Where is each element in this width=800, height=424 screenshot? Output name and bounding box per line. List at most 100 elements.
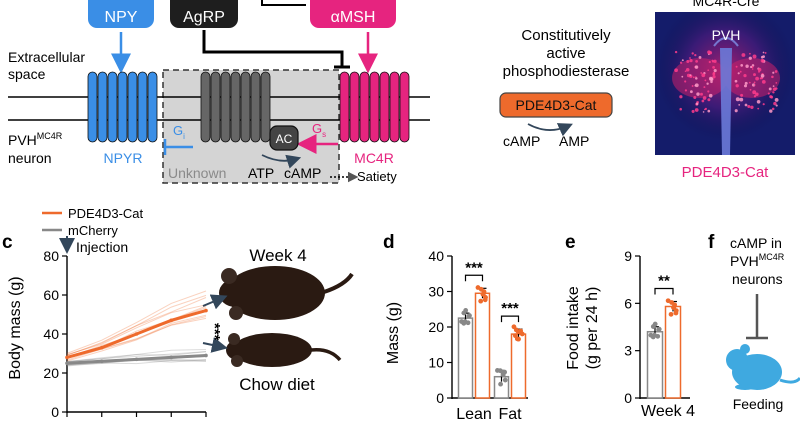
d-chart-data-point	[466, 313, 472, 319]
micrograph-cell	[686, 73, 691, 78]
micrograph-cell	[696, 92, 700, 96]
micrograph-cell	[745, 64, 749, 68]
mouse-pointer-bottom	[202, 337, 228, 353]
unknown-helix	[200, 71, 211, 143]
micrograph-cell	[756, 99, 761, 104]
d-chart-data-point	[475, 285, 481, 290]
micrograph-cell	[738, 104, 741, 106]
lean-mouse-image	[226, 333, 342, 367]
d-chart-y-tick-label: 20	[428, 319, 444, 335]
micrograph-cell	[708, 51, 713, 55]
micrograph-cell	[751, 68, 754, 70]
c-individual-trace	[66, 294, 207, 356]
micrograph-cell	[681, 75, 684, 78]
b-camp-label: cAMP	[503, 133, 540, 149]
micrograph-cell	[700, 72, 703, 74]
micrograph-cell	[694, 108, 699, 112]
unknown-helix	[260, 71, 271, 143]
micrograph-cell	[694, 83, 699, 88]
c-pde-point	[65, 355, 69, 360]
micrograph-cell	[775, 82, 778, 84]
micrograph-cell	[694, 65, 699, 69]
micrograph-cell	[710, 80, 713, 84]
e-chart-y-tick-label: 0	[624, 390, 632, 406]
panel-c-label: c	[2, 232, 13, 253]
micrograph-cell	[753, 73, 756, 77]
week4-label: Week 4	[249, 246, 306, 265]
micrograph-cell	[749, 52, 751, 55]
micrograph-cell	[703, 86, 706, 89]
micrograph-cell	[707, 109, 711, 113]
micrograph-cell	[753, 81, 756, 84]
panel-c: c PDE4D3-Cat mCherry Injection Body mass…	[2, 206, 354, 424]
d-chart-data-point	[502, 369, 507, 375]
f-neurons-label: neurons	[732, 271, 783, 287]
micrograph-cell	[753, 84, 756, 86]
d-chart-data-point	[502, 377, 508, 383]
c-pde-point	[204, 308, 208, 313]
e-chart-y-tick-label: 9	[624, 248, 632, 264]
micrograph-cell	[712, 60, 714, 63]
y-axis-label: Body mass (g)	[7, 276, 24, 379]
micrograph-cell	[737, 72, 740, 75]
c-y-tick-label: 80	[43, 248, 59, 264]
micrograph-cell	[772, 91, 775, 94]
micrograph-cell	[752, 54, 757, 59]
gi-label: Gi	[173, 123, 185, 141]
npyr-helix	[127, 71, 138, 143]
c-individual-trace	[66, 304, 207, 356]
feeding-mouse-icon	[726, 344, 800, 390]
injection-label: Injection	[76, 239, 128, 255]
micrograph-cell	[753, 95, 757, 98]
panel-b: Constitutively active phosphodiesterase …	[499, 0, 795, 181]
micrograph-cell	[764, 51, 767, 54]
micrograph-cell	[752, 90, 757, 95]
c-individual-traces	[66, 290, 207, 367]
c-pde-point	[169, 318, 174, 323]
micrograph-cell	[679, 95, 683, 99]
d-chart-y-tick-label: 40	[428, 248, 444, 264]
c-individual-trace	[66, 297, 207, 356]
gs-label: Gs	[312, 121, 326, 139]
unknown-receptor	[200, 71, 271, 143]
panel-f-label: f	[708, 232, 715, 253]
micrograph-cell	[707, 69, 710, 72]
f-pvh-label: PVHMC4R	[730, 252, 785, 269]
micrograph-caption: PDE4D3-Cat	[682, 164, 770, 181]
micrograph-cell	[685, 68, 690, 72]
micrograph-cell	[740, 64, 744, 67]
micrograph-cell	[760, 73, 765, 78]
micrograph-cell	[755, 92, 759, 96]
micrograph-cell	[713, 59, 717, 63]
micrograph-cell	[708, 93, 713, 98]
d-chart-y-tick-label: 10	[428, 355, 444, 371]
e-y-axis-label-line2: (g per 24 h)	[584, 287, 601, 370]
c-pde-point	[134, 332, 139, 336]
d-chart-data-point	[462, 319, 468, 324]
c-mcherry-point	[204, 353, 208, 358]
d-chart-data-point	[463, 308, 469, 313]
micrograph-cell	[757, 67, 762, 72]
agrp-inhibition-line	[202, 30, 344, 66]
micrograph-cell	[739, 97, 744, 102]
c-significance: ***	[206, 323, 223, 341]
e-x-axis-label: Week 4	[641, 403, 695, 419]
npyr-receptor	[87, 71, 158, 143]
c-individual-trace	[66, 317, 207, 361]
micrograph-cell	[681, 59, 684, 62]
d-chart-data-point	[482, 297, 488, 303]
ac-box	[269, 125, 299, 151]
micrograph-cell	[755, 76, 759, 81]
c-mcherry-point	[65, 361, 69, 366]
micrograph-cell	[702, 96, 707, 100]
micrograph-cell	[768, 87, 772, 91]
d-chart-data-point	[498, 381, 503, 387]
micrograph-cell	[689, 58, 693, 63]
d-chart-data-point	[511, 324, 517, 330]
micrograph-cell	[689, 57, 691, 59]
mc4r-helix	[369, 71, 380, 143]
mc4r-receptor	[339, 71, 410, 143]
npyr-helix	[107, 71, 118, 143]
ac-label: AC	[276, 132, 293, 146]
micrograph-cell	[695, 77, 698, 80]
